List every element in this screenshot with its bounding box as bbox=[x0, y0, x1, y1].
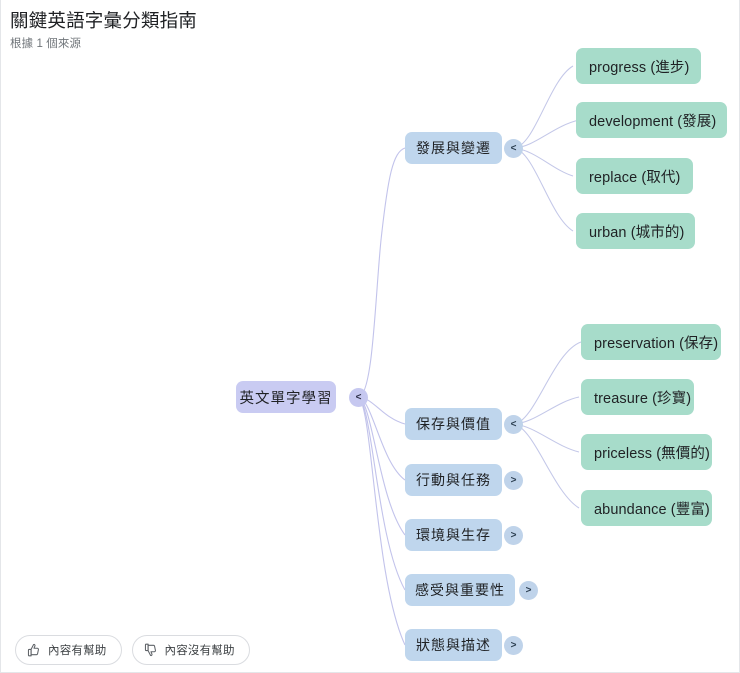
branch-expand-toggle-state[interactable]: > bbox=[504, 636, 523, 655]
mindmap-node-leaf-progress[interactable]: progress (進步) bbox=[576, 48, 701, 84]
helpful-button[interactable]: 內容有幫助 bbox=[15, 634, 122, 665]
chevron-right-icon: > bbox=[510, 529, 517, 541]
mindmap-node-branch-feeling[interactable]: 感受與重要性 bbox=[405, 574, 515, 606]
node-label: 英文單字學習 bbox=[239, 390, 333, 407]
node-label: replace (取代) bbox=[589, 169, 681, 186]
mindmap-node-leaf-preservation[interactable]: preservation (保存) bbox=[581, 324, 721, 360]
node-label: treasure (珍寶) bbox=[594, 390, 692, 407]
root-collapse-toggle[interactable]: < bbox=[349, 388, 368, 407]
branch-expand-toggle-environment[interactable]: > bbox=[504, 526, 523, 545]
node-label: 環境與生存 bbox=[416, 527, 491, 543]
node-label: priceless (無價的) bbox=[594, 445, 710, 462]
chevron-left-icon: < bbox=[355, 391, 362, 403]
chevron-right-icon: > bbox=[525, 584, 532, 596]
node-label: 感受與重要性 bbox=[415, 582, 505, 598]
mindmap-node-root[interactable]: 英文單字學習 bbox=[236, 381, 336, 413]
branch-expand-toggle-feeling[interactable]: > bbox=[519, 581, 538, 600]
node-label: 發展與變遷 bbox=[416, 140, 491, 156]
chevron-right-icon: > bbox=[510, 639, 517, 651]
chevron-left-icon: < bbox=[510, 142, 517, 154]
mindmap-node-branch-action[interactable]: 行動與任務 bbox=[405, 464, 502, 496]
node-label: abundance (豐富) bbox=[594, 501, 710, 518]
mindmap-node-leaf-development[interactable]: development (發展) bbox=[576, 102, 727, 138]
chevron-right-icon: > bbox=[510, 474, 517, 486]
node-label: preservation (保存) bbox=[594, 335, 719, 352]
not-helpful-label: 內容沒有幫助 bbox=[164, 644, 235, 657]
mindmap-node-leaf-priceless[interactable]: priceless (無價的) bbox=[581, 434, 712, 470]
branch-collapse-toggle-preservation[interactable]: < bbox=[504, 415, 523, 434]
chevron-left-icon: < bbox=[510, 418, 517, 430]
branch-expand-toggle-action[interactable]: > bbox=[504, 471, 523, 490]
mindmap-node-branch-state[interactable]: 狀態與描述 bbox=[405, 629, 502, 661]
node-label: 狀態與描述 bbox=[416, 637, 491, 653]
feedback-bar: 內容有幫助 內容沒有幫助 bbox=[1, 627, 739, 673]
branch-collapse-toggle-development[interactable]: < bbox=[504, 139, 523, 158]
mindmap-node-branch-development[interactable]: 發展與變遷 bbox=[405, 132, 502, 164]
node-label: urban (城市的) bbox=[589, 224, 685, 241]
mindmap-node-leaf-abundance[interactable]: abundance (豐富) bbox=[581, 490, 712, 526]
thumbs-up-icon bbox=[27, 643, 41, 657]
mindmap-node-branch-environment[interactable]: 環境與生存 bbox=[405, 519, 502, 551]
mindmap-node-leaf-replace[interactable]: replace (取代) bbox=[576, 158, 693, 194]
not-helpful-button[interactable]: 內容沒有幫助 bbox=[131, 634, 250, 665]
helpful-label: 內容有幫助 bbox=[48, 644, 107, 657]
mindmap-node-leaf-urban[interactable]: urban (城市的) bbox=[576, 213, 695, 249]
node-label: progress (進步) bbox=[589, 59, 690, 76]
thumbs-down-icon bbox=[144, 643, 158, 657]
node-label: 行動與任務 bbox=[416, 472, 491, 488]
node-label: development (發展) bbox=[589, 113, 717, 130]
mindmap-node-leaf-treasure[interactable]: treasure (珍寶) bbox=[581, 379, 694, 415]
mindmap-node-branch-preservation[interactable]: 保存與價值 bbox=[405, 408, 502, 440]
node-label: 保存與價值 bbox=[416, 416, 491, 432]
